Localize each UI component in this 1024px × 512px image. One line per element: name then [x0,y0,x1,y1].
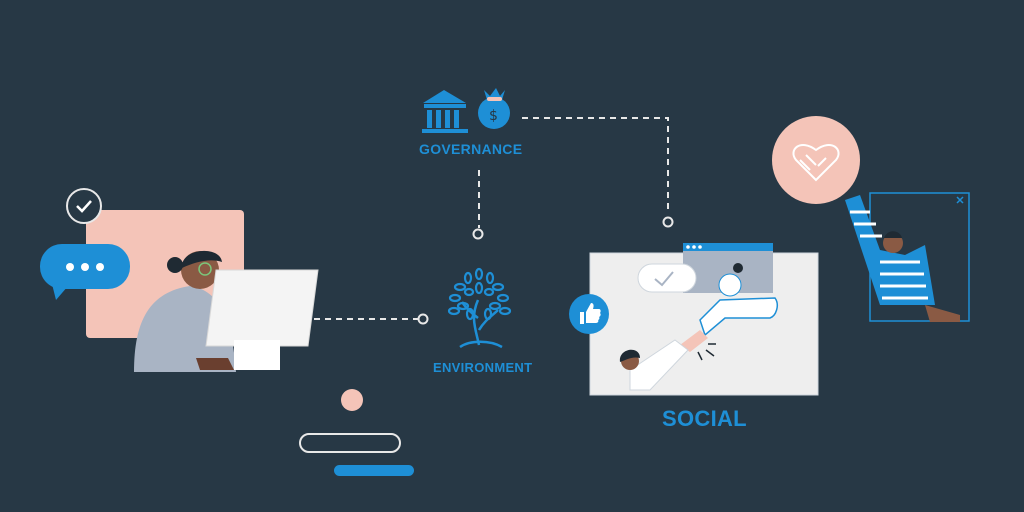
connector-lines [314,117,669,320]
chat-bubble-icon [40,244,130,300]
progress-placeholder [299,389,414,476]
governance-label: GOVERNANCE [419,141,523,157]
heart-handshake-scene [772,116,970,322]
close-icon [956,196,964,204]
social-label: SOCIAL [662,406,747,431]
svg-text:$: $ [489,108,498,124]
check-icon [76,200,92,213]
tree-icon [447,267,512,349]
money-bag-icon: $ [478,88,510,129]
connector-nodes [417,216,674,325]
heart-handshake-icon [792,144,840,182]
bank-icon [422,90,468,133]
social-scene [569,243,819,396]
environment-label: ENVIRONMENT [433,360,533,375]
person-at-computer [40,188,319,372]
thumbs-up-icon [569,294,609,334]
